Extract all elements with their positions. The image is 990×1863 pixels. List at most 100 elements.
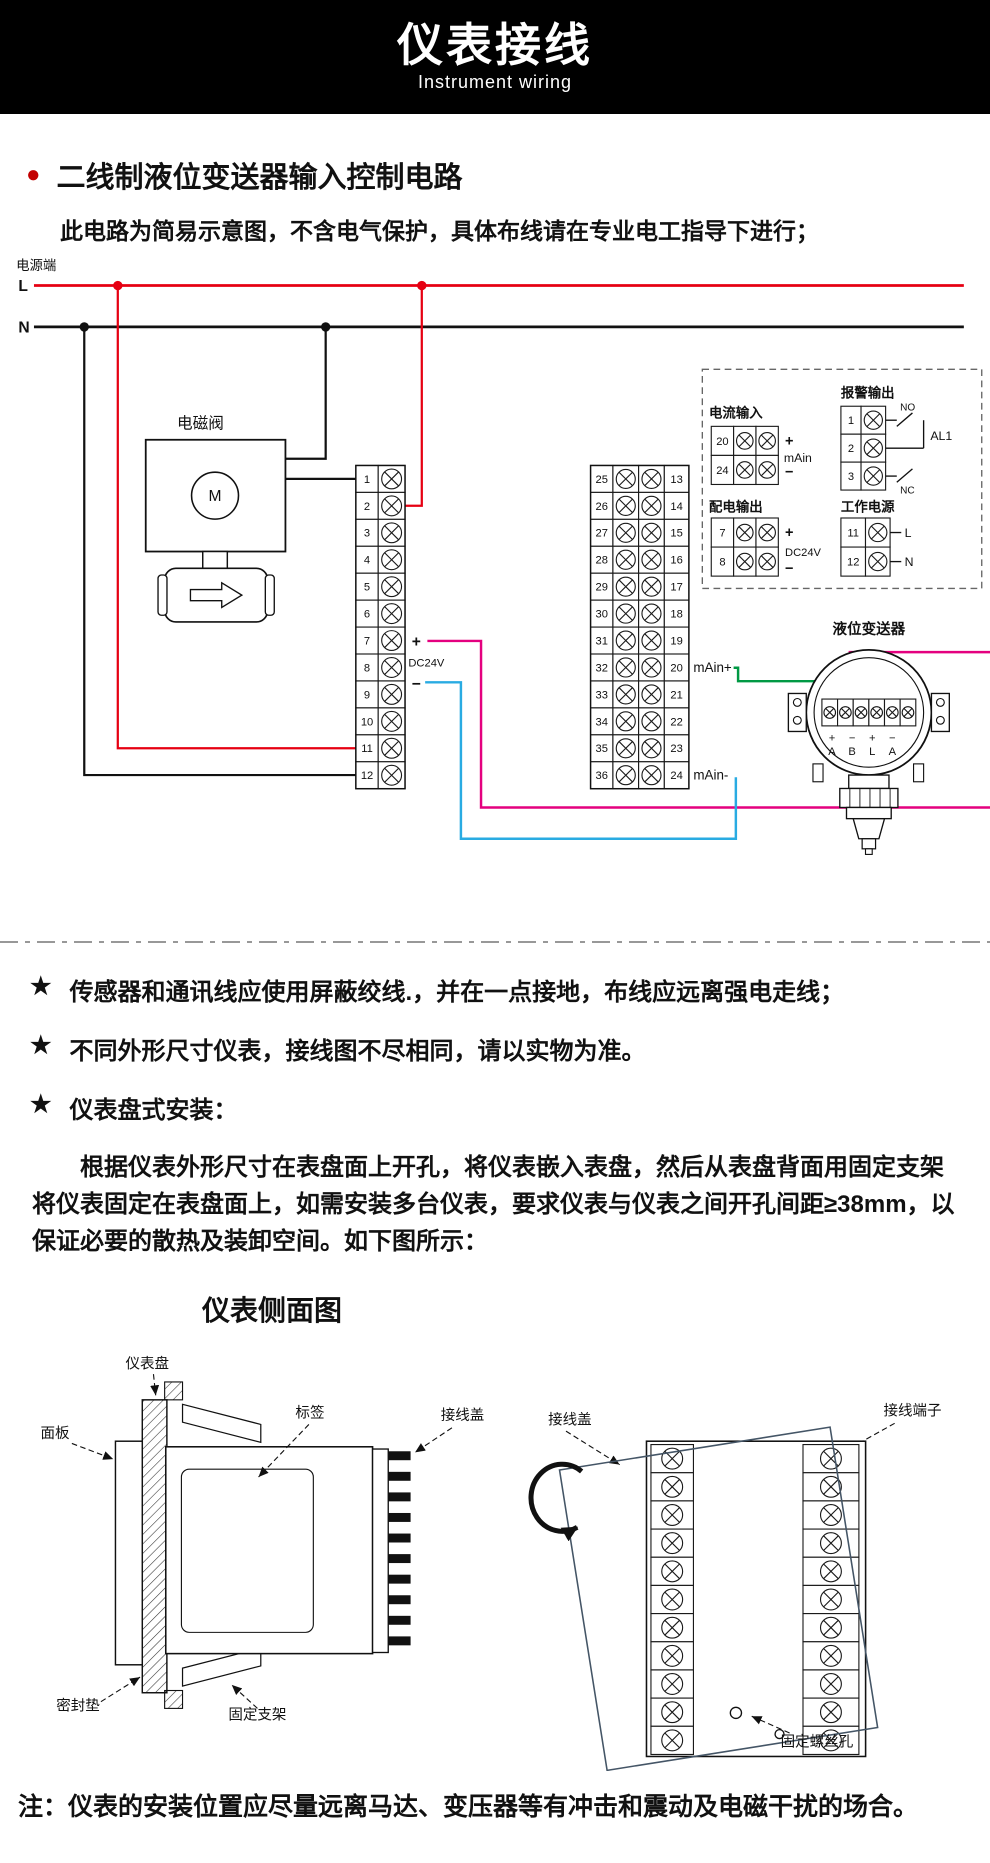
rear-terminal-rows <box>650 1443 860 1755</box>
svg-text:16: 16 <box>670 555 682 567</box>
left-strip-frame <box>355 464 406 790</box>
tx-letter: A <box>889 746 897 758</box>
note-line-1: ★ 传感器和通讯线应使用屏蔽绞线.，并在一点接地，布线应远离强电走线； <box>30 972 976 1007</box>
svg-text:22: 22 <box>670 716 682 728</box>
svg-text:4: 4 <box>364 555 370 567</box>
svg-text:2: 2 <box>364 501 370 513</box>
live-drop-to-terminal-2 <box>405 285 423 507</box>
panel-board <box>141 1398 168 1694</box>
front-panel <box>114 1440 144 1666</box>
section-divider <box>0 938 990 946</box>
no-label: NO <box>900 403 915 414</box>
tag-label: 标签 <box>295 1404 324 1421</box>
wp-n: N <box>905 555 914 569</box>
bracket-top <box>181 1403 262 1443</box>
screw-hole-label: 固定螺丝孔 <box>781 1733 854 1750</box>
power-output-strip: 78 <box>710 517 779 577</box>
ci-minus: − <box>785 465 793 481</box>
install-paragraph: 根据仪表外形尺寸在表盘面上开孔，将仪表嵌入表盘，然后从表盘背面用固定支架将仪表固… <box>32 1154 955 1256</box>
svg-text:10: 10 <box>361 716 373 728</box>
power-terminal-label: 电源端 <box>16 258 56 273</box>
po-plus: + <box>785 525 793 541</box>
svg-text:27: 27 <box>596 528 608 540</box>
leader-line <box>150 1373 160 1395</box>
caution-text: 此电路为简易示意图，不含电气保护，具体布线请在专业电工指导下进行； <box>60 218 819 244</box>
svg-text:3: 3 <box>848 471 854 483</box>
current-input-title: 电流输入 <box>709 404 763 420</box>
neutral-drop-to-valve <box>285 326 327 460</box>
notes-section: ★ 传感器和通讯线应使用屏蔽绞线.，并在一点接地，布线应远离强电走线； ★ 不同… <box>30 972 976 1261</box>
rear-wiring-cover-label: 接线盖 <box>548 1411 592 1428</box>
leader-line <box>258 1423 310 1477</box>
gasket-label: 密封垫 <box>56 1697 100 1714</box>
dc24v-minus: − <box>412 676 421 693</box>
svg-text:1: 1 <box>364 474 370 486</box>
tilted-wiring-cover <box>558 1425 879 1771</box>
side-view-drawing: 仪表盘 面板 标签 接线盖 密封垫 固定支架 <box>41 1354 485 1723</box>
main-minus-label: mAin- <box>693 768 728 783</box>
transmitter-label: 液位变送器 <box>833 620 906 638</box>
svg-text:24: 24 <box>670 770 682 782</box>
front-panel-label: 面板 <box>41 1423 71 1441</box>
note-line-2: ★ 不同外形尺寸仪表，接线图不尽相同，请以实物为准。 <box>30 1031 976 1066</box>
solenoid-valve-label: 电磁阀 <box>177 415 224 433</box>
svg-text:12: 12 <box>847 557 859 569</box>
star-icon: ★ <box>30 1091 52 1118</box>
section-heading-text: 二线制液位变送器输入控制电路 <box>56 162 463 194</box>
body-window <box>180 1468 314 1633</box>
svg-text:34: 34 <box>596 716 608 728</box>
thread-hatch <box>849 788 891 808</box>
po-minus: − <box>785 561 793 577</box>
svg-text:6: 6 <box>364 609 370 621</box>
svg-text:35: 35 <box>596 743 608 755</box>
note-line-3: ★ 仪表盘式安装： <box>30 1090 976 1125</box>
flow-arrow-icon <box>189 581 244 609</box>
tx-mark: − <box>889 733 896 745</box>
svg-text:2: 2 <box>848 443 854 455</box>
alarm-output-strip: 123 <box>840 405 887 491</box>
svg-text:15: 15 <box>670 528 682 540</box>
bracket-label: 固定支架 <box>228 1706 286 1723</box>
svg-text:14: 14 <box>670 501 682 513</box>
tx-mark: + <box>869 733 876 745</box>
jack-screw-top <box>164 1380 184 1400</box>
rear-view-drawing: 接线盖 接线端子 固定螺丝孔 <box>528 1402 942 1771</box>
svg-text:9: 9 <box>364 689 370 701</box>
svg-text:24: 24 <box>716 465 728 477</box>
panel-board-label: 仪表盘 <box>126 1354 170 1372</box>
tx-letter: B <box>848 746 855 758</box>
star-icon: ★ <box>30 973 52 1000</box>
svg-text:18: 18 <box>670 609 682 621</box>
star-icon: ★ <box>30 1032 52 1059</box>
tx-mark: − <box>849 733 856 745</box>
po-voltage: DC24V <box>785 547 822 559</box>
note-text-1: 传感器和通讯线应使用屏蔽绞线.，并在一点接地，布线应远离强电走线； <box>69 979 845 1006</box>
line-l-label: L <box>18 278 28 295</box>
svg-text:20: 20 <box>716 436 728 448</box>
live-drop-to-terminal-11 <box>116 285 356 750</box>
neutral-drop-to-terminal-12 <box>83 326 356 777</box>
ci-plus: + <box>785 433 793 449</box>
svg-text:32: 32 <box>596 662 608 674</box>
leader-line <box>565 1430 620 1465</box>
tx-letter: A <box>828 746 836 758</box>
svg-text:7: 7 <box>719 527 725 539</box>
svg-text:26: 26 <box>596 501 608 513</box>
level-transmitter: 液位变送器 + − + − A B L A <box>787 620 950 855</box>
bracket-bottom <box>181 1646 262 1687</box>
leader-line <box>751 1715 790 1734</box>
dc24v-plus: + <box>412 634 421 651</box>
wiring-cover-label: 接线盖 <box>441 1407 485 1424</box>
svg-text:23: 23 <box>670 743 682 755</box>
svg-text:13: 13 <box>670 474 682 486</box>
note-text-2: 不同外形尺寸仪表，接线图不尽相同，请以实物为准。 <box>69 1038 646 1065</box>
leader-line <box>100 1676 141 1702</box>
svg-text:3: 3 <box>364 528 370 540</box>
ci-signal: mAin <box>784 451 812 465</box>
screw-hole <box>774 1728 785 1739</box>
